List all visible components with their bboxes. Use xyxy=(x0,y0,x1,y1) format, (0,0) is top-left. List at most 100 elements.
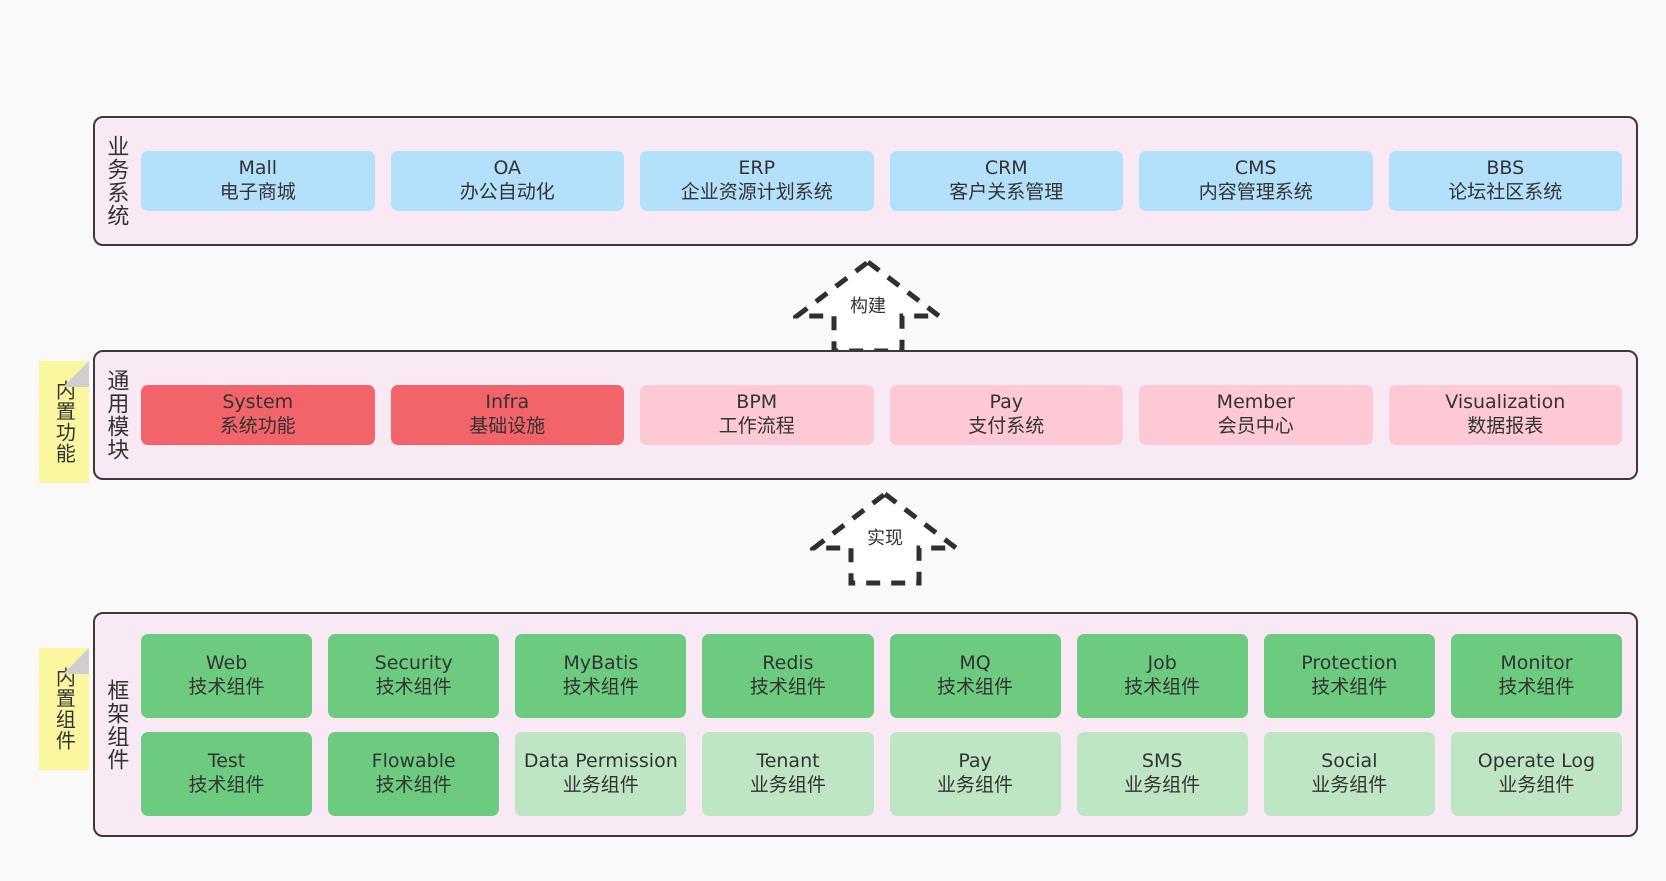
box-pay-component-title: Pay xyxy=(958,749,992,772)
box-web-desc: 技术组件 xyxy=(188,675,265,698)
box-job-desc: 技术组件 xyxy=(1124,675,1201,698)
framework-component-row-2: Test 技术组件 Flowable 技术组件 Data Permission … xyxy=(141,731,1622,816)
box-pay-component[interactable]: Pay 业务组件 xyxy=(889,731,1061,816)
note-builtin-features: 内置功能 xyxy=(39,361,89,483)
box-redis-title: Redis xyxy=(762,651,814,674)
box-bbs-title: BBS xyxy=(1486,157,1525,180)
box-test-title: Test xyxy=(207,749,246,772)
box-mybatis-desc: 技术组件 xyxy=(562,675,639,698)
arrow-build: 构建 xyxy=(793,258,943,354)
box-monitor-desc: 技术组件 xyxy=(1498,675,1575,698)
box-data-permission[interactable]: Data Permission 业务组件 xyxy=(515,731,687,816)
box-redis[interactable]: Redis 技术组件 xyxy=(702,633,874,718)
box-bbs-desc: 论坛社区系统 xyxy=(1448,181,1563,203)
box-security[interactable]: Security 技术组件 xyxy=(328,633,500,718)
layer-framework-component-body: Web 技术组件 Security 技术组件 MyBatis 技术组件 Redi… xyxy=(135,614,1636,835)
box-flowable-desc: 技术组件 xyxy=(375,773,452,796)
note-builtin-components: 内置组件 xyxy=(39,648,89,770)
box-pay-module-title: Pay xyxy=(989,391,1024,414)
box-data-permission-desc: 业务组件 xyxy=(562,773,639,796)
arrow-build-label: 构建 xyxy=(850,296,886,317)
box-security-title: Security xyxy=(374,651,453,674)
box-tenant-title: Tenant xyxy=(756,749,820,772)
framework-component-row-1: Web 技术组件 Security 技术组件 MyBatis 技术组件 Redi… xyxy=(141,633,1622,718)
box-monitor[interactable]: Monitor 技术组件 xyxy=(1450,633,1622,718)
box-mybatis-title: MyBatis xyxy=(563,651,639,674)
box-mall-desc: 电子商城 xyxy=(219,181,296,203)
box-test-desc: 技术组件 xyxy=(188,773,265,796)
box-cms-title: CMS xyxy=(1234,157,1277,180)
box-mq-desc: 技术组件 xyxy=(937,675,1014,698)
box-social-title: Social xyxy=(1321,749,1378,772)
note-builtin-components-label: 内置组件 xyxy=(52,667,77,751)
box-system-title: System xyxy=(222,391,294,414)
box-erp-title: ERP xyxy=(738,157,776,180)
box-mq-title: MQ xyxy=(959,651,991,674)
box-pay-module-desc: 支付系统 xyxy=(968,415,1045,437)
box-oa-desc: 办公自动化 xyxy=(459,181,555,203)
box-redis-desc: 技术组件 xyxy=(749,675,826,698)
layer-business-system-body: Mall 电子商城 OA 办公自动化 ERP 企业资源计划系统 CRM 客户关系… xyxy=(135,118,1636,244)
box-system-desc: 系统功能 xyxy=(219,415,296,437)
box-cms-desc: 内容管理系统 xyxy=(1198,181,1313,203)
box-security-desc: 技术组件 xyxy=(375,675,452,698)
box-operate-log[interactable]: Operate Log 业务组件 xyxy=(1450,731,1622,816)
box-member[interactable]: Member 会员中心 xyxy=(1139,385,1373,445)
box-job-title: Job xyxy=(1147,651,1177,674)
box-oa[interactable]: OA 办公自动化 xyxy=(390,151,624,211)
box-sms-title: SMS xyxy=(1141,749,1183,772)
box-job[interactable]: Job 技术组件 xyxy=(1076,633,1248,718)
box-social[interactable]: Social 业务组件 xyxy=(1263,731,1435,816)
arrow-implement-label: 实现 xyxy=(867,528,903,549)
box-system[interactable]: System 系统功能 xyxy=(141,385,375,445)
box-flowable[interactable]: Flowable 技术组件 xyxy=(328,731,500,816)
box-sms-desc: 业务组件 xyxy=(1124,773,1201,796)
box-member-desc: 会员中心 xyxy=(1217,415,1294,437)
layer-common-module-body: System 系统功能 Infra 基础设施 BPM 工作流程 Pay 支付系统… xyxy=(135,352,1636,478)
common-module-row: System 系统功能 Infra 基础设施 BPM 工作流程 Pay 支付系统… xyxy=(141,385,1622,445)
arrow-implement: 实现 xyxy=(810,490,960,586)
box-web[interactable]: Web 技术组件 xyxy=(141,633,313,718)
box-infra-desc: 基础设施 xyxy=(469,415,546,437)
box-mall-title: Mall xyxy=(238,157,278,180)
box-mall[interactable]: Mall 电子商城 xyxy=(141,151,375,211)
box-bpm[interactable]: BPM 工作流程 xyxy=(640,385,874,445)
box-operate-log-desc: 业务组件 xyxy=(1498,773,1575,796)
box-tenant[interactable]: Tenant 业务组件 xyxy=(702,731,874,816)
box-bpm-desc: 工作流程 xyxy=(718,415,795,437)
box-crm[interactable]: CRM 客户关系管理 xyxy=(889,151,1123,211)
box-erp-desc: 企业资源计划系统 xyxy=(680,181,833,203)
box-oa-title: OA xyxy=(493,157,522,180)
box-visualization[interactable]: Visualization 数据报表 xyxy=(1388,385,1622,445)
business-system-row: Mall 电子商城 OA 办公自动化 ERP 企业资源计划系统 CRM 客户关系… xyxy=(141,151,1622,211)
box-infra-title: Infra xyxy=(485,391,530,414)
box-social-desc: 业务组件 xyxy=(1311,773,1388,796)
box-protection-title: Protection xyxy=(1301,651,1398,674)
box-protection[interactable]: Protection 技术组件 xyxy=(1263,633,1435,718)
layer-framework-component: 框架组件 Web 技术组件 Security 技术组件 MyBatis 技术组件… xyxy=(93,612,1638,837)
box-mq[interactable]: MQ 技术组件 xyxy=(889,633,1061,718)
box-sms[interactable]: SMS 业务组件 xyxy=(1076,731,1248,816)
layer-common-module: 通用模块 System 系统功能 Infra 基础设施 BPM 工作流程 Pay… xyxy=(93,350,1638,480)
box-visualization-desc: 数据报表 xyxy=(1467,415,1544,437)
box-bbs[interactable]: BBS 论坛社区系统 xyxy=(1388,151,1622,211)
box-mybatis[interactable]: MyBatis 技术组件 xyxy=(515,633,687,718)
layer-common-module-title: 通用模块 xyxy=(103,369,129,461)
box-tenant-desc: 业务组件 xyxy=(749,773,826,796)
box-pay-component-desc: 业务组件 xyxy=(937,773,1014,796)
box-visualization-title: Visualization xyxy=(1445,391,1566,414)
box-monitor-title: Monitor xyxy=(1500,651,1573,674)
box-cms[interactable]: CMS 内容管理系统 xyxy=(1139,151,1373,211)
box-infra[interactable]: Infra 基础设施 xyxy=(390,385,624,445)
box-web-title: Web xyxy=(205,651,248,674)
layer-framework-component-title: 框架组件 xyxy=(103,678,129,771)
box-data-permission-title: Data Permission xyxy=(523,749,678,772)
box-erp[interactable]: ERP 企业资源计划系统 xyxy=(640,151,874,211)
box-bpm-title: BPM xyxy=(736,391,778,414)
box-operate-log-title: Operate Log xyxy=(1477,749,1596,772)
box-pay-module[interactable]: Pay 支付系统 xyxy=(889,385,1123,445)
layer-business-system: 业务系统 Mall 电子商城 OA 办公自动化 ERP 企业资源计划系统 CRM… xyxy=(93,116,1638,246)
box-crm-title: CRM xyxy=(984,157,1028,180)
box-test[interactable]: Test 技术组件 xyxy=(141,731,313,816)
